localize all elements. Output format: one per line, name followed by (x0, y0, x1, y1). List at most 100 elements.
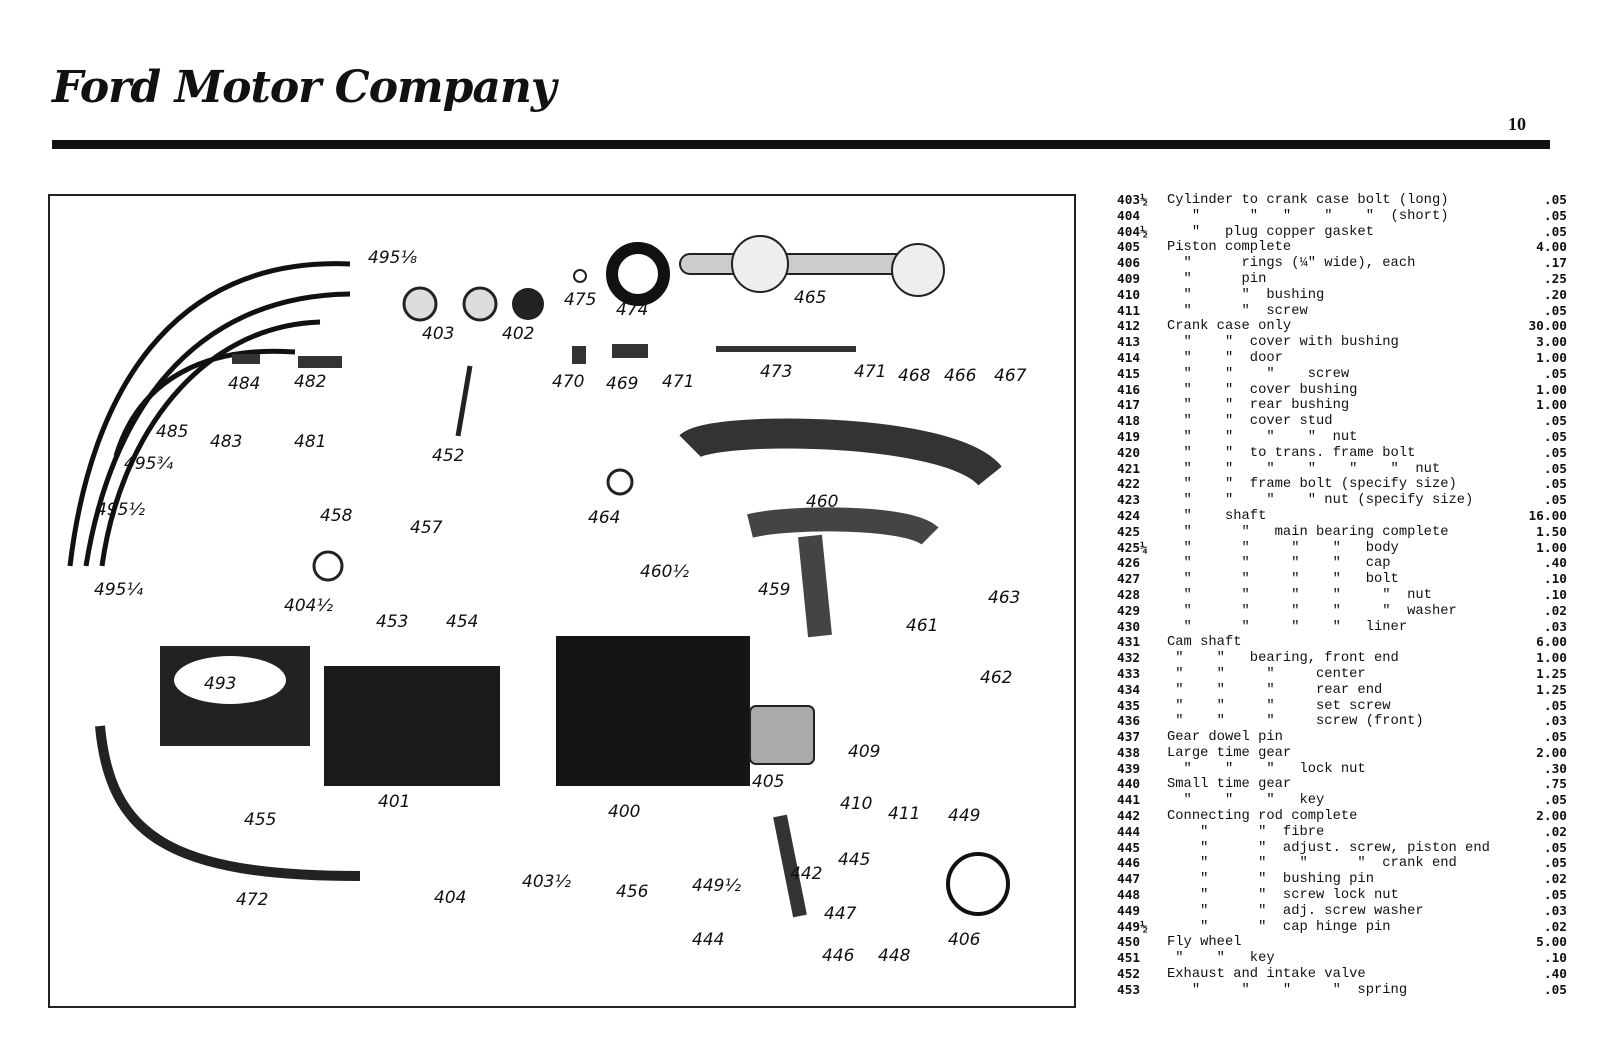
part-price: .03 (1543, 619, 1567, 635)
part-row: 404 " " " " " (short).05 (1117, 209, 1567, 225)
part-description: " " " " nut (specify size) (1167, 493, 1474, 509)
part-row: 429 " " " " " washer.02 (1117, 604, 1567, 620)
part-price: .02 (1543, 603, 1567, 619)
part-description: " " " " " (short) (1167, 208, 1449, 224)
part-price: .02 (1543, 872, 1567, 888)
part-price: .05 (1543, 193, 1567, 208)
callout-482: 482 (294, 372, 327, 392)
part-row: 422 " " frame bolt (specify size).05 (1117, 477, 1567, 493)
part-number: 433 (1117, 666, 1141, 682)
callout-442: 442 (790, 864, 823, 884)
part-number: 425¼ (1117, 540, 1148, 556)
part-price: .10 (1543, 572, 1567, 588)
part-price: 2.00 (1536, 809, 1567, 825)
part-price: .30 (1543, 761, 1567, 777)
callout-483: 483 (210, 432, 243, 452)
part-description: Connecting rod complete (1167, 809, 1358, 825)
wire-495-eighth (67, 261, 351, 567)
part-number: 444 (1117, 824, 1141, 840)
part-price: .05 (1543, 461, 1567, 477)
part-row: 435 " " " set screw.05 (1117, 699, 1567, 715)
callout-469: 469 (606, 374, 639, 394)
part-price: .05 (1543, 698, 1567, 714)
part-price: .05 (1543, 429, 1567, 445)
callout-458: 458 (320, 506, 353, 526)
part-price: .20 (1543, 287, 1567, 303)
part-number: 411 (1117, 303, 1141, 319)
part-402-shape (512, 288, 544, 320)
part-number: 438 (1117, 745, 1141, 761)
part-description: " pin (1167, 271, 1267, 287)
callout-461: 461 (906, 616, 939, 636)
part-number: 427 (1117, 572, 1141, 588)
part-number: 428 (1117, 587, 1141, 603)
part-number: 424 (1117, 508, 1141, 524)
part-number: 410 (1117, 287, 1141, 303)
part-price: .17 (1543, 256, 1567, 272)
part-price: 6.00 (1536, 635, 1567, 651)
part-price: .75 (1543, 777, 1567, 793)
part-470-shape (572, 346, 586, 364)
part-description: Large time gear (1167, 745, 1292, 761)
part-description: Cam shaft (1167, 635, 1242, 651)
part-row: 418 " " cover stud.05 (1117, 414, 1567, 430)
part-number: 447 (1117, 872, 1141, 888)
part-number: 451 (1117, 951, 1141, 967)
part-number: 450 (1117, 935, 1141, 951)
part-description: Piston complete (1167, 240, 1292, 256)
part-number: 413 (1117, 335, 1141, 351)
part-row: 439 " " " lock nut.30 (1117, 762, 1567, 778)
part-description: " " adj. screw washer (1167, 903, 1424, 919)
part-row: 406 " rings (¼" wide), each.17 (1117, 256, 1567, 272)
callout-473: 473 (760, 362, 793, 382)
callout-452: 452 (432, 446, 465, 466)
part-number: 409 (1117, 271, 1141, 287)
part-403-shape (402, 286, 438, 322)
part-number: 419 (1117, 429, 1141, 445)
part-row: 447 " " bushing pin.02 (1117, 872, 1567, 888)
part-number: 437 (1117, 730, 1141, 746)
part-number: 446 (1117, 856, 1141, 872)
callout-409: 409 (848, 742, 881, 762)
part-price: 16.00 (1528, 508, 1567, 524)
part-number: 415 (1117, 366, 1141, 382)
part-description: Exhaust and intake valve (1167, 967, 1366, 983)
callout-474: 474 (616, 300, 649, 320)
part-row: 409 " pin.25 (1117, 272, 1567, 288)
callout-453: 453 (376, 612, 409, 632)
part-452-shape (455, 365, 473, 437)
part-469-shape (612, 344, 648, 358)
part-description: " " " " crank end (1167, 856, 1457, 872)
part-description: " plug copper gasket (1167, 224, 1374, 240)
part-number: 441 (1117, 793, 1141, 809)
callout-457: 457 (410, 518, 443, 538)
part-405-shape (749, 705, 815, 765)
callout-456: 456 (616, 882, 649, 902)
part-number: 434 (1117, 682, 1141, 698)
wires (67, 261, 351, 567)
part-row: 436 " " " screw (front).03 (1117, 714, 1567, 730)
part-description: " " " " " washer (1167, 603, 1457, 619)
part-description: " " bushing (1167, 287, 1325, 303)
part-price: .03 (1543, 714, 1567, 730)
part-number: 423 (1117, 493, 1141, 509)
part-473-shape (716, 346, 856, 352)
part-row: 419 " " " " nut.05 (1117, 430, 1567, 446)
part-price: .05 (1543, 493, 1567, 509)
callout-445: 445 (838, 850, 871, 870)
part-row: 453 " " " " spring.05 (1117, 983, 1567, 999)
part-description: " " " " bolt (1167, 572, 1399, 588)
part-row: 410 " " bushing .20 (1117, 288, 1567, 304)
callout-446: 446 (822, 946, 855, 966)
callout-449: 449 (948, 806, 981, 826)
